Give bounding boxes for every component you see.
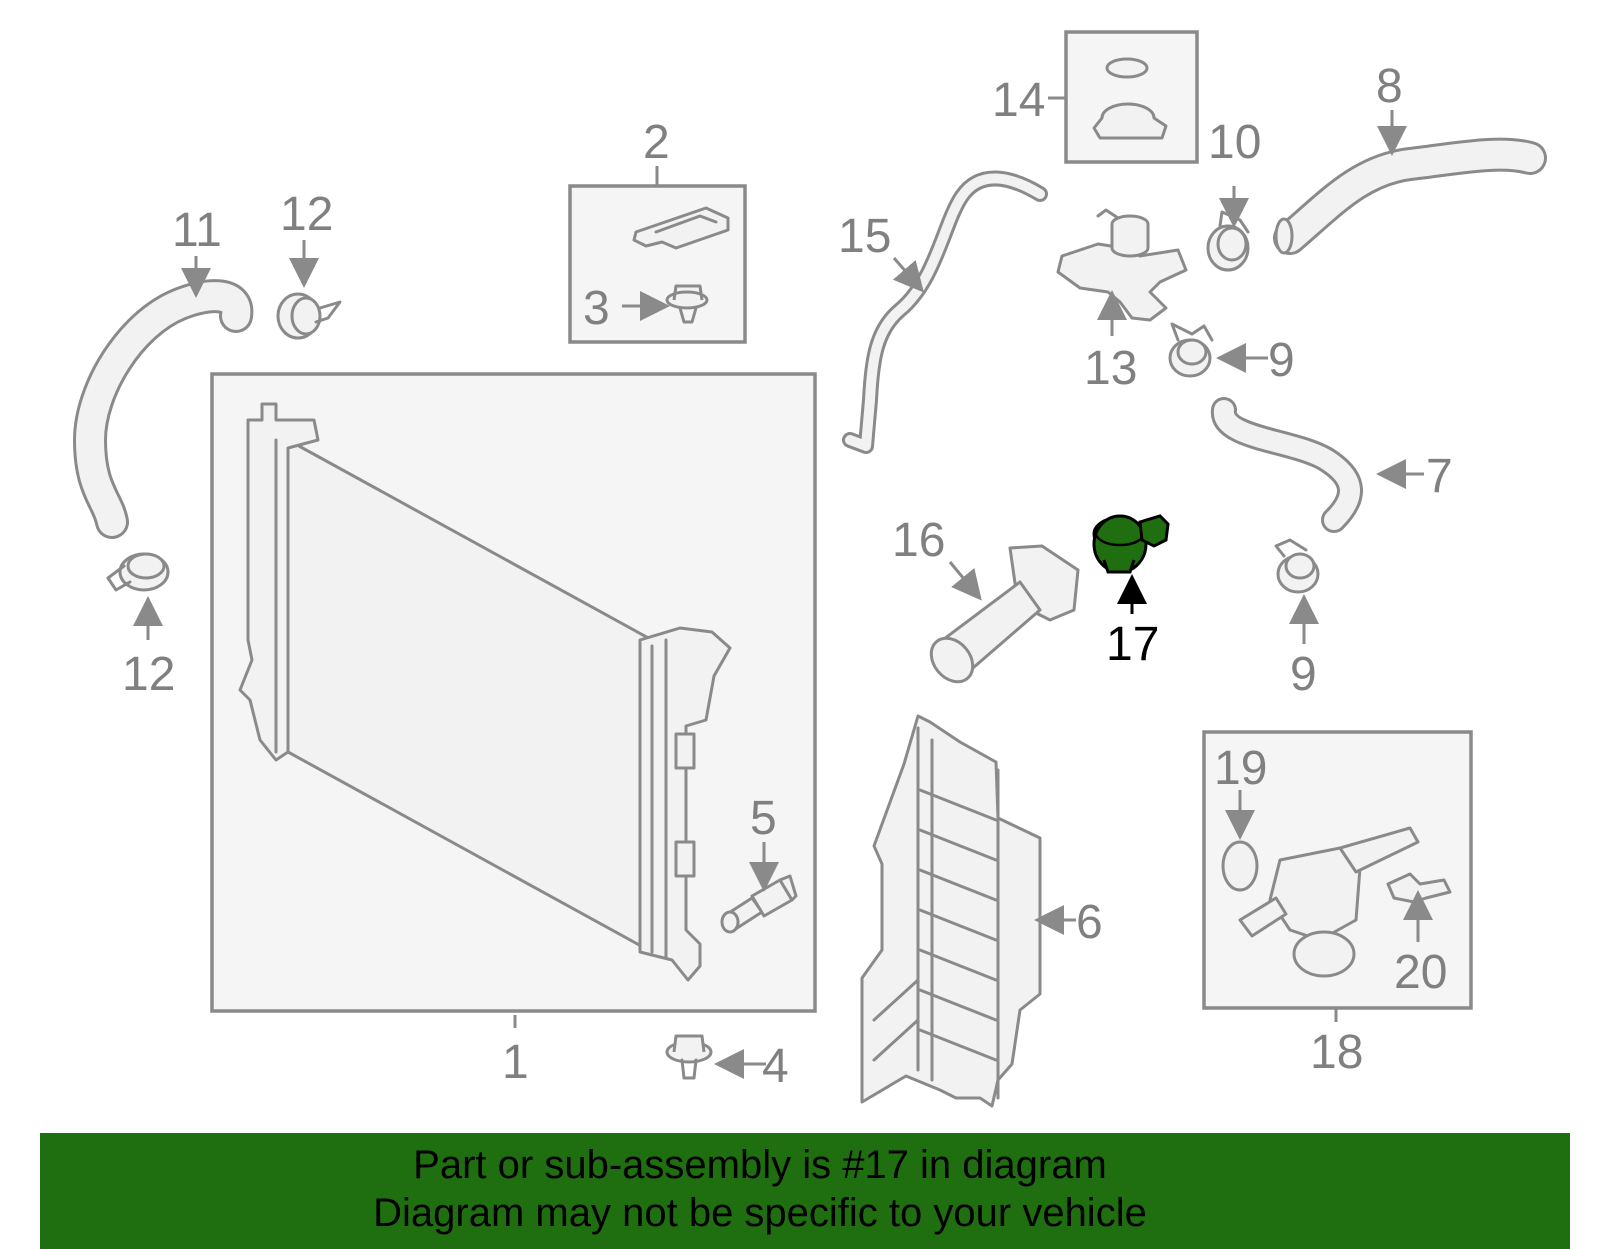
hose-part-8[interactable]	[1273, 137, 1547, 255]
callout-8[interactable]: 8	[1376, 60, 1403, 113]
hose-part-7[interactable]	[1211, 397, 1363, 533]
callout-16[interactable]: 16	[892, 514, 945, 567]
callout-10[interactable]: 10	[1208, 116, 1261, 169]
caption-line-1: Part or sub-assembly is #17 in diagram	[413, 1143, 1107, 1187]
callout-3[interactable]: 3	[583, 282, 610, 335]
callout-6[interactable]: 6	[1076, 896, 1103, 949]
clamp-part-10[interactable]	[1206, 210, 1250, 272]
clip-part-4[interactable]	[665, 1034, 713, 1080]
hose-part-11[interactable]	[72, 279, 254, 539]
callout-19[interactable]: 19	[1214, 742, 1267, 795]
pipe-part-15[interactable]	[842, 170, 1048, 454]
outlet-part-16[interactable]	[923, 544, 1080, 690]
callout-20[interactable]: 20	[1394, 946, 1447, 999]
caption-line-2: Diagram may not be specific to your vehi…	[373, 1191, 1147, 1235]
callout-12-bottom[interactable]: 12	[122, 648, 175, 701]
callout-14[interactable]: 14	[992, 74, 1045, 127]
callout-9-top[interactable]: 9	[1268, 334, 1295, 387]
callout-7[interactable]: 7	[1426, 450, 1453, 503]
clamp-part-9-top[interactable]	[1168, 322, 1214, 378]
callout-11[interactable]: 11	[172, 204, 222, 257]
leader-lines	[133, 96, 1433, 1079]
callout-12-top[interactable]: 12	[280, 188, 333, 241]
highlighted-part-17[interactable]	[1092, 514, 1170, 574]
callout-4[interactable]: 4	[762, 1040, 789, 1093]
thermostat-housing-box[interactable]	[1202, 730, 1473, 1010]
cap-kit-box[interactable]	[1064, 30, 1199, 164]
callout-2[interactable]: 2	[643, 116, 670, 169]
callout-5[interactable]: 5	[750, 792, 777, 845]
callout-15[interactable]: 15	[838, 210, 891, 263]
callout-13[interactable]: 13	[1084, 342, 1137, 395]
clamp-part-12-top[interactable]	[276, 292, 342, 340]
callout-18[interactable]: 18	[1310, 1026, 1363, 1079]
callout-17[interactable]: 17	[1106, 618, 1159, 671]
radiator-assembly[interactable]	[210, 372, 817, 1013]
clamp-part-12-bottom[interactable]	[106, 552, 170, 592]
air-guard-part-6[interactable]	[860, 714, 1042, 1108]
clamp-part-9-bottom[interactable]	[1274, 538, 1320, 594]
callout-labels: 1 2 3 4 5 6 7 8 9 9 10 11 12 12 13 14 15…	[122, 60, 1453, 1093]
diagram-caption-banner: Part or sub-assembly is #17 in diagram D…	[40, 1133, 1570, 1249]
callout-9-bottom[interactable]: 9	[1290, 648, 1317, 701]
callout-1[interactable]: 1	[502, 1036, 529, 1089]
fitting-part-13[interactable]	[1056, 208, 1188, 322]
